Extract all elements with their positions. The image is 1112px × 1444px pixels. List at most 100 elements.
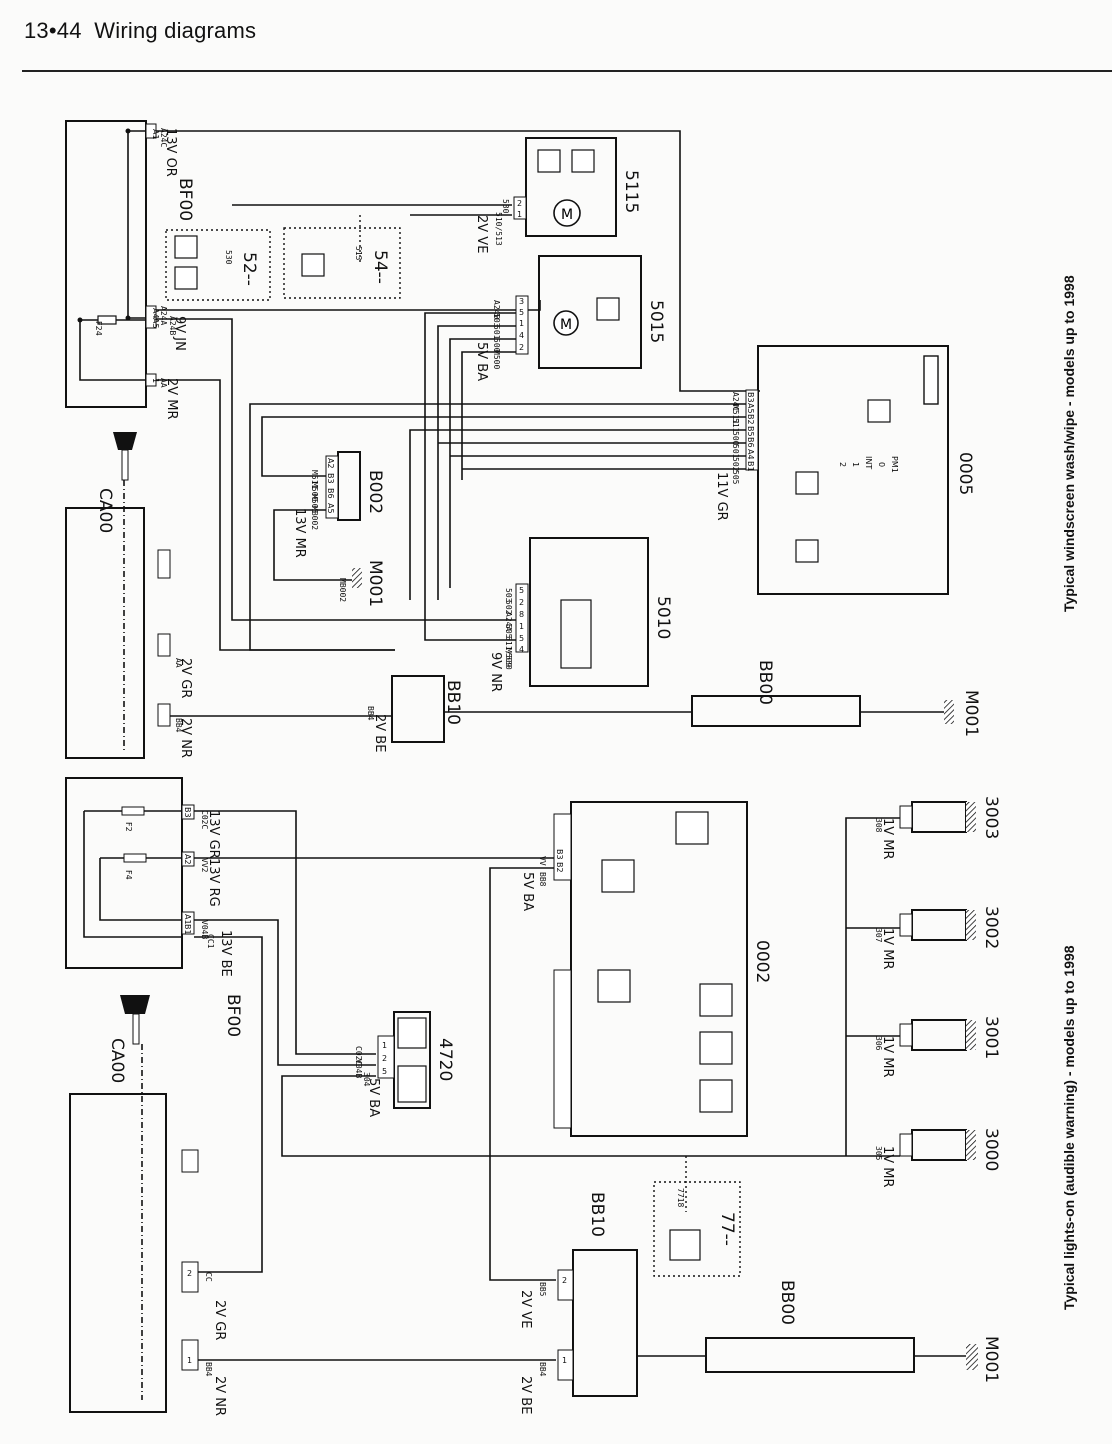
washer-pump-5115 <box>525 137 617 237</box>
wire-label: AA <box>159 378 168 388</box>
component-label: M001 <box>365 560 385 607</box>
earth-icon <box>966 1344 978 1370</box>
pin: 2 <box>517 199 522 208</box>
ref-wire-label: 7718 <box>676 1188 685 1207</box>
connector-label: 13V MR <box>292 508 307 558</box>
wire-label: 502 <box>504 600 513 615</box>
diagram-caption-lights-on: Typical lights-on (audible warning) - mo… <box>1061 945 1077 1310</box>
wiper-icon <box>795 471 819 495</box>
connector-label: 13V RG <box>206 858 221 907</box>
wire-label: VV2 <box>200 858 209 873</box>
component-label: 5115 <box>621 170 641 213</box>
component-label: CA00 <box>107 1038 127 1083</box>
junction-b002 <box>337 451 361 521</box>
pin: 5 <box>382 1067 387 1076</box>
motor-icon <box>553 310 579 336</box>
pin: 2 <box>519 598 524 607</box>
wire-label: AA <box>174 658 183 668</box>
pin: 1 <box>519 622 524 631</box>
windscreen-wiper-icon <box>596 297 620 321</box>
connector-label: 2V NR <box>178 718 193 758</box>
wire-label: 306 <box>874 1036 883 1051</box>
wire-label: BB4 <box>538 1362 547 1377</box>
fuse-f24-icon <box>97 315 117 325</box>
lamp-icon <box>397 1017 427 1049</box>
wire-label: M505 <box>310 494 319 513</box>
connector-label: 1V MR <box>880 1036 895 1078</box>
wire-label: V04B <box>200 920 209 939</box>
pin: 4 <box>519 331 524 340</box>
main-beam-icon <box>699 983 733 1017</box>
pin-1: 1 <box>151 378 160 383</box>
pin: 8 <box>519 610 524 619</box>
pin: B2 <box>746 414 755 425</box>
fusebox-bf00 <box>65 777 183 969</box>
pin: B3 <box>183 807 192 818</box>
wire-label: C02C <box>200 810 209 829</box>
wire-label: 500 <box>731 431 740 446</box>
component-label: 5010 <box>653 596 673 639</box>
component-label: 0002 <box>752 940 772 983</box>
wire-label: A24B <box>492 300 501 319</box>
rear-screen-icon <box>174 266 198 290</box>
ignition-key-icon <box>113 432 137 481</box>
pin: B3 <box>746 392 755 403</box>
connector-label: 1V MR <box>880 928 895 970</box>
position-label: PM1 <box>890 456 899 473</box>
wire-label: M511 <box>731 405 740 424</box>
wire-label: MB002 <box>338 578 347 602</box>
wire-label: 308 <box>874 818 883 833</box>
pin: A2 <box>183 854 192 865</box>
component-label: BB10 <box>587 1192 607 1237</box>
headlamp-washer-icon <box>301 253 325 277</box>
bell-icon <box>397 1065 427 1103</box>
stalk-switch-0005 <box>757 345 949 595</box>
connector-label: 11V GR <box>714 472 729 521</box>
flasher-icon <box>699 1079 733 1113</box>
door-switch-3002 <box>899 909 976 941</box>
pin: B3 <box>555 849 564 860</box>
wire-label: M511 <box>310 470 319 489</box>
connector-label: 2V BE <box>372 714 387 752</box>
interval-relay-5010 <box>529 537 649 687</box>
connector-label: 9V JN <box>172 316 187 351</box>
dipped-beam-icon <box>699 1031 733 1065</box>
pin: 1 <box>517 210 522 219</box>
fusebox-label: BF00 <box>223 994 243 1037</box>
header-rule <box>22 70 1112 72</box>
wire-label: 505 <box>504 624 513 639</box>
component-label: BB10 <box>443 680 463 725</box>
earth-icon <box>944 700 954 724</box>
battery-bb00 <box>691 695 861 727</box>
connector-label: 5V BA <box>474 342 489 381</box>
pin: B1 <box>183 924 192 935</box>
wire-label: 505 <box>731 470 740 485</box>
fuse-label: F4 <box>124 870 133 880</box>
pin-a4: A4 <box>151 308 160 319</box>
wire-label: 530 <box>501 199 510 214</box>
component-label: BB00 <box>777 1280 797 1325</box>
position-label: 0 <box>877 462 886 467</box>
ignition-key-icon <box>120 995 150 1045</box>
reference-box-54 <box>283 227 401 299</box>
wire-label: M500 <box>310 482 319 501</box>
wire-label: BB8 <box>538 872 547 887</box>
diagram-caption-wash-wipe: Typical windscreen wash/wipe - models up… <box>1061 275 1077 612</box>
pin: 4 <box>519 645 524 654</box>
component-label: BB00 <box>755 660 775 705</box>
pin: A2 <box>326 458 335 469</box>
connector-box-bb10 <box>572 1249 638 1397</box>
wire-label: A24C <box>159 128 168 147</box>
fuse-f2-icon <box>121 806 145 816</box>
pin: 1 <box>382 1041 387 1050</box>
component-label: 3001 <box>981 1016 1001 1059</box>
pin: 2 <box>382 1054 387 1063</box>
wire-label: A24B <box>168 316 177 335</box>
wire-label: 503 <box>492 313 501 328</box>
ref-wire-label: 530 <box>224 250 233 265</box>
pin-a5: A5 <box>151 318 160 329</box>
rear-wiper-icon <box>174 235 198 259</box>
pin: B2 <box>555 862 564 873</box>
pin: 1 <box>519 319 524 328</box>
